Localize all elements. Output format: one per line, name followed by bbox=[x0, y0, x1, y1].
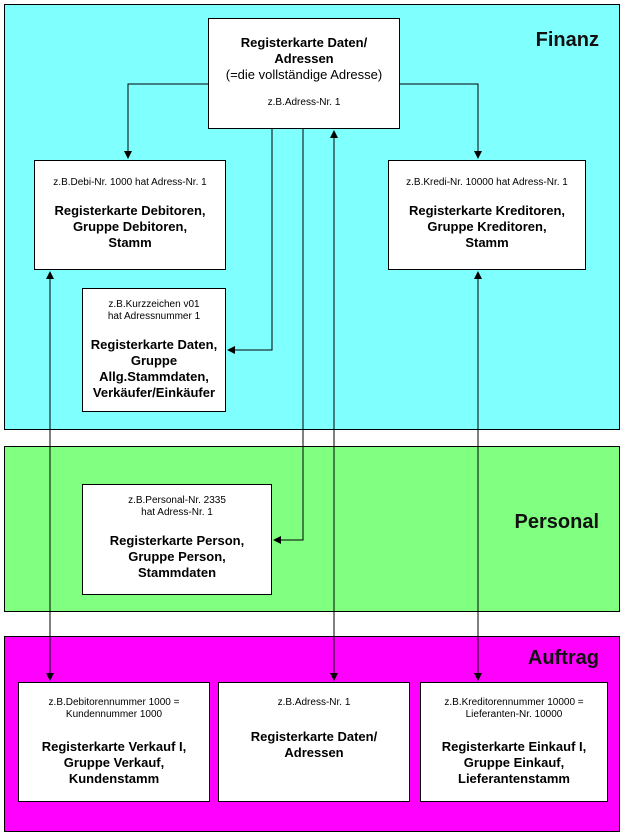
region-auftrag-label: Auftrag bbox=[527, 647, 599, 669]
box-person: z.B.Personal-Nr. 2335 hat Adress-Nr. 1 R… bbox=[82, 484, 272, 595]
box-debitoren-note: z.B.Debi-Nr. 1000 hat Adress-Nr. 1 bbox=[53, 177, 207, 188]
region-personal-label: Personal bbox=[514, 511, 599, 533]
box-kreditoren-title: Registerkarte Kreditoren, Gruppe Kredito… bbox=[408, 203, 566, 250]
box-einkauf: z.B.Kreditorennummer 10000 = Lieferanten… bbox=[420, 682, 608, 802]
box-auftrag-adressen-note: z.B.Adress-Nr. 1 bbox=[277, 697, 351, 708]
box-debitoren: z.B.Debi-Nr. 1000 hat Adress-Nr. 1 Regis… bbox=[34, 160, 226, 270]
box-verkauf-title: Registerkarte Verkauf I, Gruppe Verkauf,… bbox=[41, 739, 187, 786]
box-allg-stammdaten: z.B.Kurzzeichen v01 hat Adressnummer 1 R… bbox=[82, 288, 226, 412]
box-allg-stammdaten-title: Registerkarte Daten, Gruppe Allg.Stammda… bbox=[90, 337, 218, 400]
box-verkauf: z.B.Debitorennummer 1000 = Kundennummer … bbox=[18, 682, 210, 802]
box-einkauf-title: Registerkarte Einkauf I, Gruppe Einkauf,… bbox=[441, 739, 587, 786]
box-adressen-note: z.B.Adress-Nr. 1 bbox=[267, 97, 341, 108]
box-kreditoren: z.B.Kredi-Nr. 10000 hat Adress-Nr. 1 Reg… bbox=[388, 160, 586, 270]
box-allg-stammdaten-note: z.B.Kurzzeichen v01 hat Adressnummer 1 bbox=[107, 299, 201, 322]
box-auftrag-adressen-title: Registerkarte Daten/ Adressen bbox=[250, 729, 378, 760]
box-adressen: Registerkarte Daten/ Adressen (=die voll… bbox=[208, 18, 400, 129]
region-finanz-label: Finanz bbox=[535, 29, 599, 51]
box-einkauf-note: z.B.Kreditorennummer 10000 = Lieferanten… bbox=[444, 697, 584, 720]
box-adressen-title: Registerkarte Daten/ Adressen bbox=[240, 35, 368, 66]
box-person-note: z.B.Personal-Nr. 2335 hat Adress-Nr. 1 bbox=[128, 495, 226, 518]
box-kreditoren-note: z.B.Kredi-Nr. 10000 hat Adress-Nr. 1 bbox=[406, 177, 568, 188]
box-auftrag-adressen: z.B.Adress-Nr. 1 Registerkarte Daten/ Ad… bbox=[218, 682, 410, 802]
box-debitoren-title: Registerkarte Debitoren, Gruppe Debitore… bbox=[54, 203, 206, 250]
box-verkauf-note: z.B.Debitorennummer 1000 = Kundennummer … bbox=[48, 697, 180, 720]
box-adressen-subtitle: (=die vollständige Adresse) bbox=[225, 67, 383, 82]
box-person-title: Registerkarte Person, Gruppe Person, Sta… bbox=[109, 533, 245, 580]
